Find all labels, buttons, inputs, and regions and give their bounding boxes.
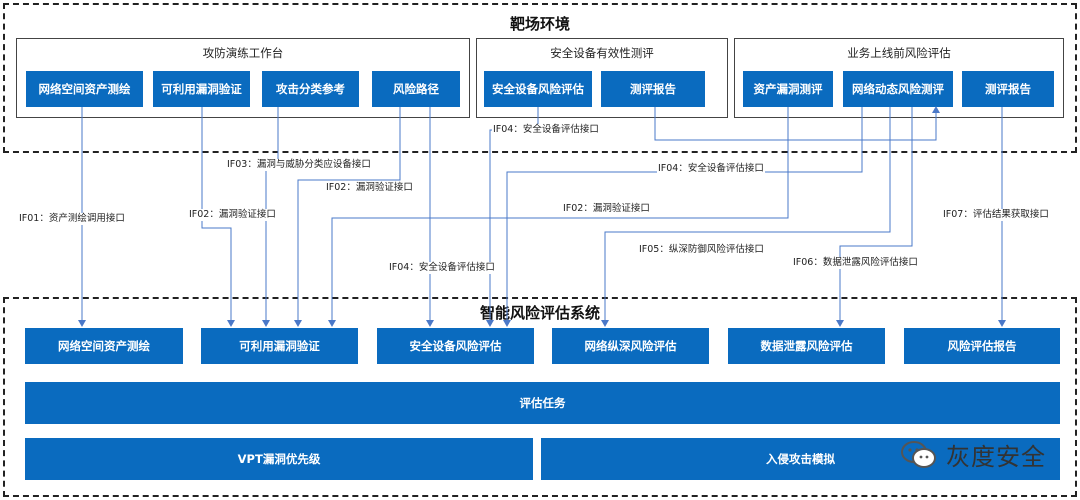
label-if06: IF06：数据泄露风险评估接口 [792,257,919,269]
range-box-asset-vuln[interactable]: 资产漏洞测评 [743,71,833,107]
system-module-depth-risk[interactable]: 网络纵深风险评估 [552,328,709,364]
system-vpt-priority[interactable]: VPT漏洞优先级 [25,438,533,480]
label-if03: IF03：漏洞与威胁分类应设备接口 [226,159,372,171]
range-box-attack-classification[interactable]: 攻击分类参考 [262,71,359,107]
system-intrusion-simulation[interactable]: 入侵攻击模拟 [541,438,1060,480]
link-if02-c [328,107,789,327]
watermark: 灰度安全 [900,437,1046,472]
system-zone: 智能风险评估系统 [3,297,1077,497]
label-if02-a: IF02：漏洞验证接口 [188,209,277,221]
group-title: 攻防演练工作台 [202,46,284,60]
range-environment-title: 靶场环境 [509,15,570,33]
group-title: 业务上线前风险评估 [847,46,951,60]
range-box-asset-mapping[interactable]: 网络空间资产测绘 [26,71,143,107]
range-environment-zone: 靶场环境 [3,3,1077,153]
label-if07: IF07：评估结果获取接口 [942,209,1050,221]
label-if05: IF05：纵深防御风险评估接口 [638,244,765,256]
system-module-risk-report[interactable]: 风险评估报告 [904,328,1060,364]
watermark-text: 灰度安全 [946,443,1046,471]
link-if02-a [201,107,235,327]
link-report-a [654,106,940,141]
label-if04-b: IF04：安全设备评估接口 [657,163,765,175]
label-if02-b: IF02：漏洞验证接口 [325,182,414,194]
range-box-report-b[interactable]: 测评报告 [962,71,1054,107]
system-evaluation-task[interactable]: 评估任务 [25,382,1060,424]
system-module-device-risk[interactable]: 安全设备风险评估 [377,328,534,364]
range-box-risk-path[interactable]: 风险路径 [372,71,460,107]
group-title: 安全设备有效性测评 [550,46,654,60]
label-if04-c: IF04：安全设备评估接口 [388,262,496,274]
system-title: 智能风险评估系统 [479,304,600,322]
range-box-dynamic-risk[interactable]: 网络动态风险测评 [843,71,953,107]
system-module-asset-mapping[interactable]: 网络空间资产测绘 [25,328,183,364]
range-box-vuln-verification[interactable]: 可利用漏洞验证 [153,71,250,107]
system-module-vuln-verification[interactable]: 可利用漏洞验证 [201,328,358,364]
range-box-device-risk[interactable]: 安全设备风险评估 [484,71,592,107]
link-if05 [601,107,891,327]
link-if06 [836,107,913,327]
wechat-icon [901,440,936,468]
range-box-report-a[interactable]: 测评报告 [601,71,705,107]
label-if01: IF01：资产测绘调用接口 [18,213,126,225]
label-if04-a: IF04：安全设备评估接口 [492,124,600,136]
label-if02-c: IF02：漏洞验证接口 [562,203,651,215]
system-module-data-leak-risk[interactable]: 数据泄露风险评估 [728,328,885,364]
link-if04-a [486,107,539,327]
link-if02-b [294,107,401,327]
